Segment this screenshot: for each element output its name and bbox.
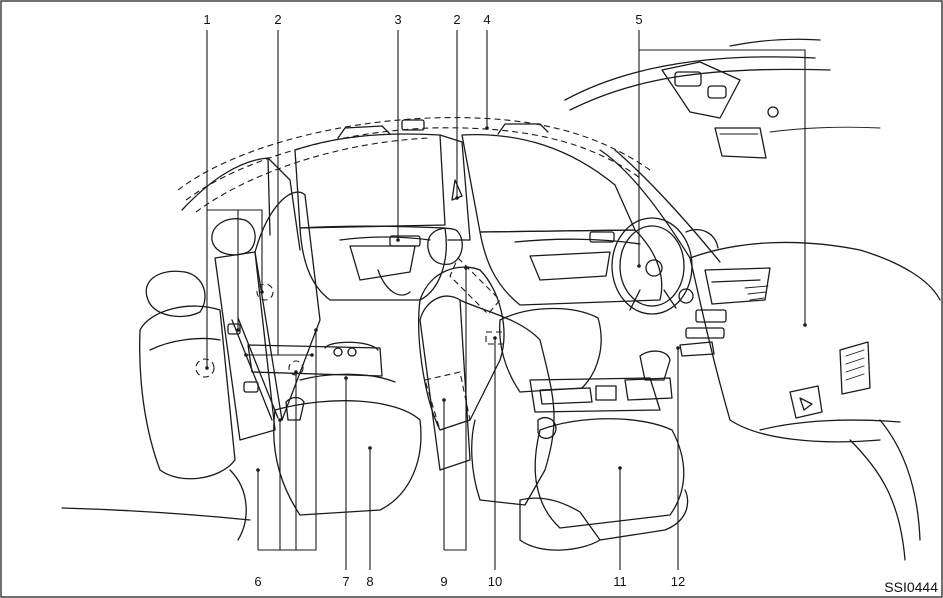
callout-1: 1 xyxy=(203,12,210,27)
callout-labels: 1 2 3 2 4 5 6 7 8 9 10 11 12 xyxy=(203,12,685,589)
figure-code: SSI0444 xyxy=(884,579,938,595)
callout-9: 9 xyxy=(440,574,447,589)
front-door xyxy=(479,229,663,306)
front-driver-seat xyxy=(471,339,689,551)
callout-10: 10 xyxy=(488,574,502,589)
leader-lines xyxy=(206,30,806,570)
callout-8: 8 xyxy=(366,574,373,589)
callout-11: 11 xyxy=(613,574,627,589)
callout-4: 4 xyxy=(483,12,490,27)
leader-dots xyxy=(205,126,807,472)
callout-5: 5 xyxy=(635,12,642,27)
rear-seats xyxy=(61,191,422,541)
callout-3: 3 xyxy=(394,12,401,27)
callout-12: 12 xyxy=(671,574,685,589)
callout-6: 6 xyxy=(254,574,261,589)
front-passenger-seat xyxy=(418,227,602,471)
callout-2-left: 2 xyxy=(274,12,281,27)
callout-7: 7 xyxy=(342,574,349,589)
roof-lines xyxy=(177,38,881,213)
dashboard xyxy=(611,217,941,561)
overhead-console xyxy=(661,61,779,159)
callout-2-right: 2 xyxy=(453,12,460,27)
grab-handles xyxy=(337,119,549,139)
windows-and-pillars xyxy=(181,133,721,263)
